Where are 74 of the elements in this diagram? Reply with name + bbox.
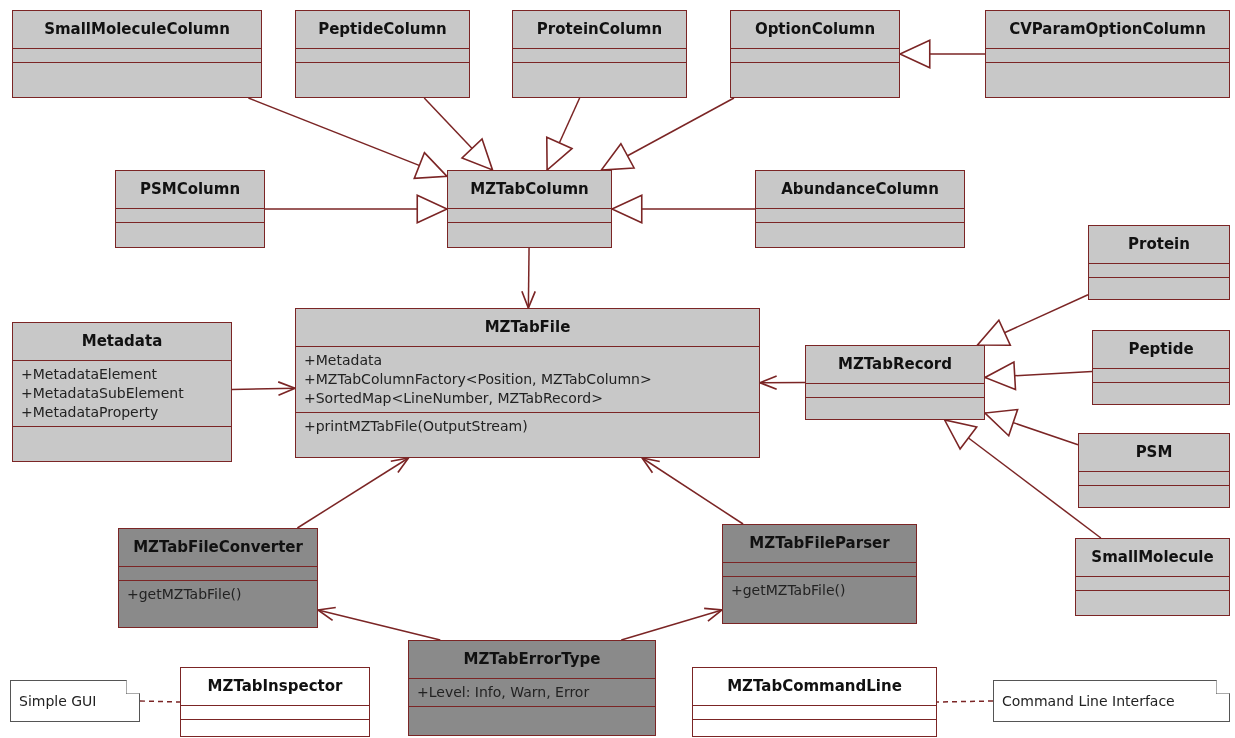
class-name: ProteinColumn bbox=[536, 19, 663, 41]
class-box bbox=[985, 10, 1230, 98]
association-arrow bbox=[296, 457, 410, 529]
class-box bbox=[730, 10, 900, 98]
generalization-arrow bbox=[976, 294, 1089, 347]
class-name: AbundanceColumn bbox=[781, 179, 939, 201]
association-arrow bbox=[231, 381, 296, 397]
generalization-arrow bbox=[611, 194, 756, 224]
class-box bbox=[408, 640, 656, 736]
class-box bbox=[118, 528, 318, 628]
class-name: MZTabRecord bbox=[838, 354, 952, 376]
class-member: +MetadataElement bbox=[21, 365, 158, 384]
class-name: Metadata bbox=[81, 331, 163, 353]
generalization-arrow bbox=[984, 361, 1093, 391]
class-box bbox=[755, 170, 965, 248]
class-name: MZTabInspector bbox=[207, 676, 343, 698]
class-name: MZTabCommandLine bbox=[727, 676, 902, 698]
generalization-arrow bbox=[984, 408, 1079, 446]
class-name: MZTabErrorType bbox=[463, 649, 601, 671]
class-member: +MetadataSubElement bbox=[21, 384, 185, 403]
generalization-arrow bbox=[264, 194, 448, 224]
class-name: SmallMolecule bbox=[1091, 547, 1214, 569]
class-box bbox=[295, 308, 760, 458]
class-member: +MetadataProperty bbox=[21, 403, 160, 422]
class-name: Peptide bbox=[1128, 339, 1194, 361]
class-box bbox=[1075, 538, 1230, 616]
class-name: PSMColumn bbox=[139, 179, 241, 201]
class-member: +getMZTabFile() bbox=[127, 585, 243, 604]
class-box bbox=[115, 170, 265, 248]
class-name: MZTabFile bbox=[484, 317, 571, 339]
class-name: MZTabFileConverter bbox=[133, 537, 303, 559]
class-name: SmallMoleculeColumn bbox=[44, 19, 230, 41]
dashed-connector bbox=[936, 700, 994, 703]
class-member: +printMZTabFile(OutputStream) bbox=[304, 417, 529, 436]
note-shape bbox=[993, 680, 1230, 722]
class-box bbox=[447, 170, 612, 248]
class-box bbox=[12, 10, 262, 98]
class-box bbox=[805, 345, 985, 420]
generalization-arrow bbox=[545, 97, 581, 171]
association-arrow bbox=[641, 457, 744, 525]
generalization-arrow bbox=[423, 97, 494, 171]
class-member: +Level: Info, Warn, Error bbox=[417, 683, 591, 702]
association-arrow bbox=[317, 606, 441, 641]
class-member: +MZTabColumnFactory<Position, MZTabColumn> bbox=[304, 370, 653, 389]
class-name: MZTabColumn bbox=[470, 179, 589, 201]
class-member: +SortedMap<LineNumber, MZTabRecord> bbox=[304, 389, 604, 408]
class-member: +Metadata bbox=[304, 351, 384, 370]
class-box bbox=[1092, 330, 1230, 405]
class-box bbox=[1088, 225, 1230, 300]
class-box bbox=[512, 10, 687, 98]
class-box bbox=[12, 322, 232, 462]
class-box bbox=[722, 524, 917, 624]
class-member: +getMZTabFile() bbox=[731, 581, 847, 600]
class-name: OptionColumn bbox=[754, 19, 876, 41]
class-box bbox=[180, 667, 370, 737]
class-name: MZTabFileParser bbox=[749, 533, 890, 555]
generalization-arrow bbox=[943, 419, 1102, 539]
note-text: Command Line Interface bbox=[1002, 691, 1175, 711]
note-shape bbox=[10, 680, 140, 722]
class-name: PSM bbox=[1135, 442, 1173, 464]
class-box bbox=[1078, 433, 1230, 508]
association-arrow bbox=[759, 375, 806, 391]
class-box bbox=[295, 10, 470, 98]
association-arrow bbox=[620, 607, 723, 641]
association-arrow bbox=[521, 247, 537, 309]
class-box bbox=[692, 667, 937, 737]
class-name: Protein bbox=[1128, 234, 1190, 256]
generalization-arrow bbox=[247, 97, 448, 180]
class-name: PeptideColumn bbox=[318, 19, 447, 41]
generalization-arrow bbox=[899, 39, 986, 69]
note-text: Simple GUI bbox=[19, 691, 97, 711]
generalization-arrow bbox=[600, 97, 735, 171]
class-name: CVParamOptionColumn bbox=[1009, 19, 1206, 41]
dashed-connector bbox=[139, 700, 181, 703]
